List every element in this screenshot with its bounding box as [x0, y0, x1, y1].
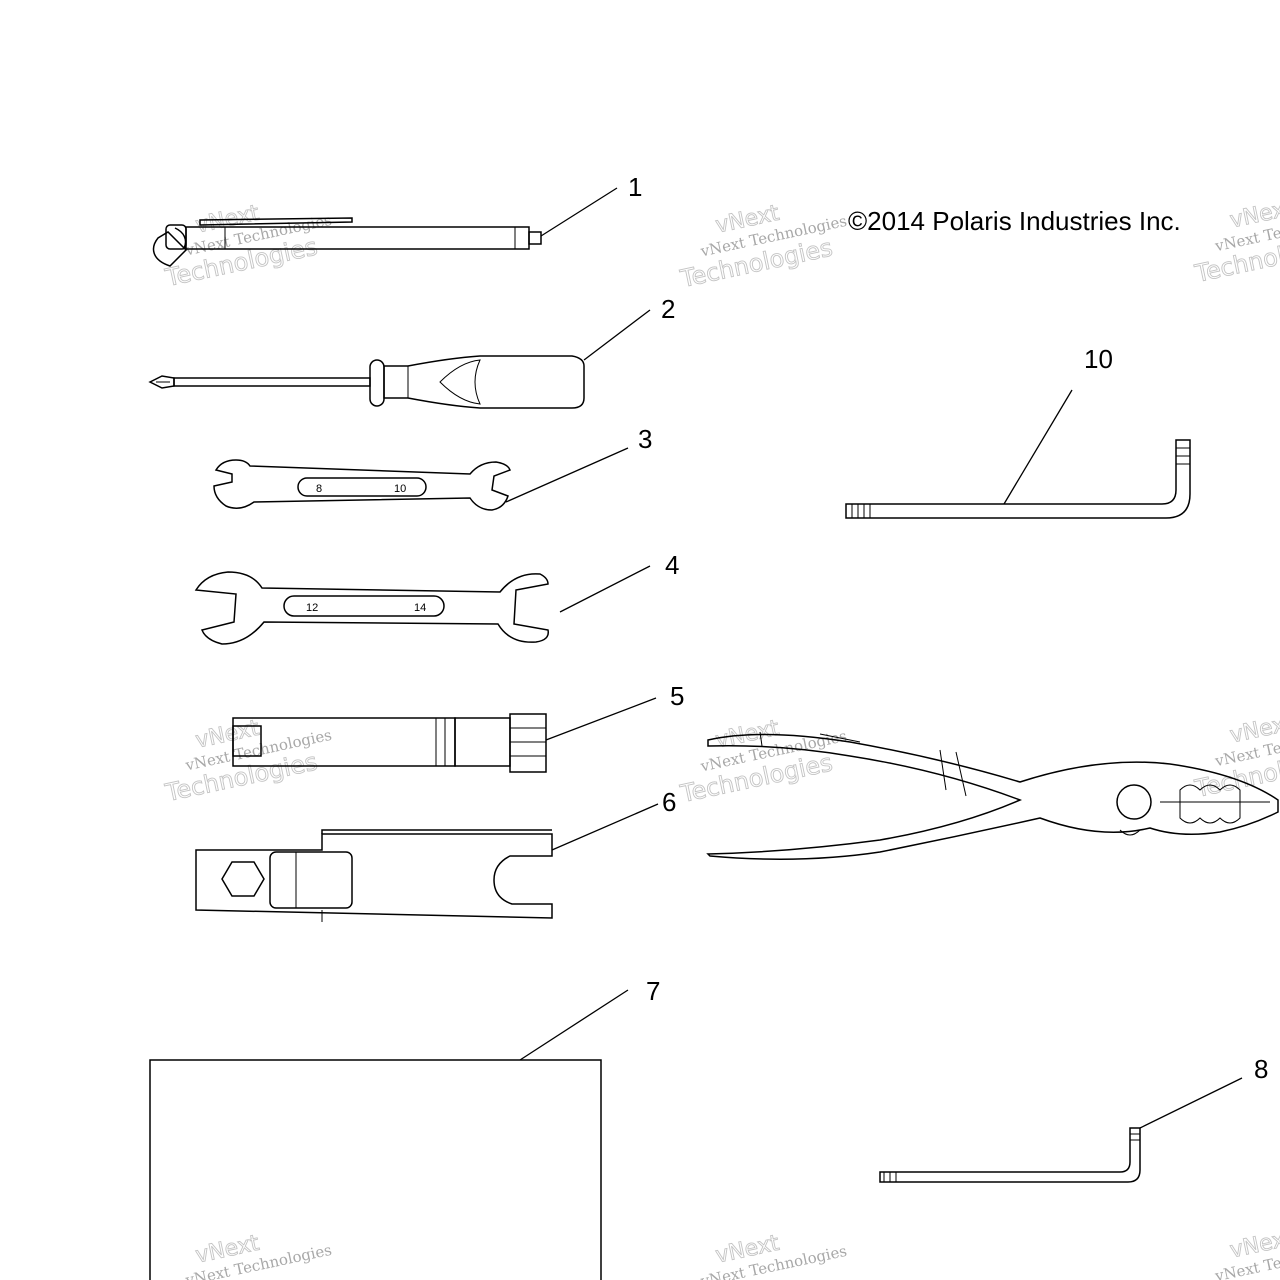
watermark-bottom-center: vNext vNext Technologies	[698, 1230, 848, 1280]
wrench-3-mark-right: 10	[394, 483, 406, 495]
wrench-3-mark-left: 8	[316, 483, 322, 495]
callout-10: 10	[1084, 344, 1113, 374]
wrench-4-mark-left: 12	[306, 602, 318, 614]
part-4-wrench-12-14: 12 14	[194, 565, 651, 645]
part-6-spark-plug-wrench	[195, 803, 659, 922]
callout-4: 4	[665, 550, 679, 580]
part-3-wrench-8-10: 8 10	[213, 447, 629, 511]
part-2-screwdriver	[148, 309, 651, 409]
watermark-top-right: vNext vNext Technologies Technologies	[1191, 195, 1280, 288]
watermark-mid-center: vNext vNext Technologies Technologies	[677, 715, 849, 808]
watermark-top-center: vNext vNext Technologies Technologies	[677, 200, 849, 293]
part-10-hex-key	[845, 389, 1191, 519]
wrench-4-mark-right: 14	[414, 602, 426, 614]
callout-8: 8	[1254, 1054, 1268, 1084]
part-1-pressure-gauge	[152, 187, 618, 267]
copyright-notice: ©2014 Polaris Industries Inc.	[848, 206, 1181, 236]
watermark-bottom-right: vNext vNext Technologies	[1213, 1225, 1280, 1280]
callout-6: 6	[662, 787, 676, 817]
part-5-socket	[232, 697, 657, 773]
watermark-bottom-left: vNext vNext Technologies	[183, 1230, 333, 1280]
callout-5: 5	[670, 681, 684, 711]
callout-7: 7	[646, 976, 660, 1006]
watermark-top-left: vNext vNext Technologies Technologies	[162, 200, 334, 292]
watermark-mid-left: vNext vNext Technologies Technologies	[162, 715, 334, 807]
callout-3: 3	[638, 424, 652, 454]
callout-2: 2	[661, 294, 675, 324]
part-8-hex-key	[879, 1077, 1243, 1183]
part-7-document	[149, 989, 629, 1280]
pliers	[706, 731, 1279, 860]
callout-1: 1	[628, 172, 642, 202]
